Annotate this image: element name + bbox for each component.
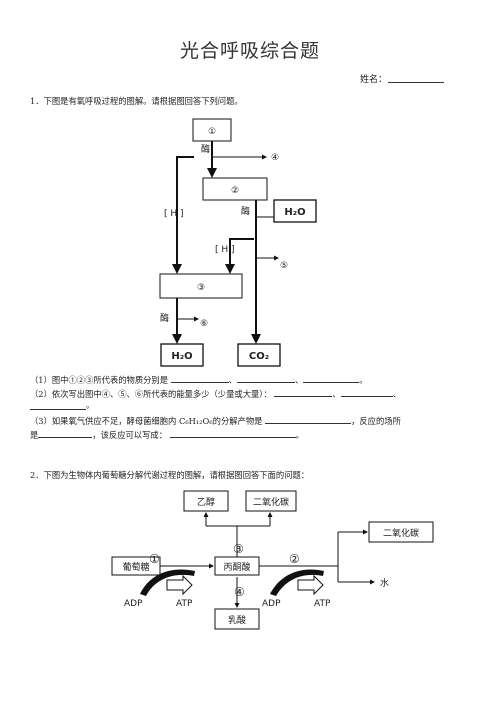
label-h2o-out: H₂O [171, 351, 192, 362]
label-enzyme-1: 酶 [201, 143, 210, 155]
label-co2-top: 二氧化碳 [253, 496, 289, 508]
page-title: 光合呼吸综合题 [179, 40, 320, 62]
label-hydrogen-2: [ H ] [215, 245, 235, 255]
answer-blank-1[interactable] [170, 373, 229, 383]
box-3 [159, 273, 243, 299]
label-out-5: ⑤ [280, 261, 288, 271]
label-co2-right: 二氧化碳 [383, 527, 419, 539]
label-h2o-in: H₂O [284, 207, 305, 218]
box-h2o-out [160, 343, 204, 367]
answer-blank-7[interactable] [265, 414, 352, 424]
box-ethanol [183, 490, 229, 512]
box-co2 [237, 343, 281, 367]
q1-sub3-line1: （3）如果氧气供应不足，酵母菌细胞内 C₆H₁₂O₆的分解产物是 ，反应的场所 [30, 414, 401, 426]
box-co2-top [245, 490, 297, 512]
label-out-6: ⑥ [200, 319, 208, 329]
glucose-metabolism-diagram: 乙醇 二氧化碳 葡萄糖 丙酮酸 二氧化碳 水 乳酸 ① ② ③ ④ ADP AT… [111, 490, 434, 630]
q1-prompt: 1．下图是有氧呼吸过程的图解。请根据图回答下列问题。 [30, 96, 243, 106]
label-out-4: ④ [271, 153, 279, 163]
q1-sub3-line2: 是，该反应可以写成： 。 [30, 428, 304, 440]
answer-blank-9[interactable] [169, 428, 296, 438]
label-step-2: ② [289, 552, 300, 566]
label-atp-2: ATP [314, 599, 331, 609]
answer-blank-8[interactable] [38, 428, 93, 438]
label-water: 水 [380, 577, 389, 589]
label-ethanol: 乙醇 [197, 496, 215, 508]
name-field[interactable] [388, 82, 444, 83]
answer-blank-2[interactable] [236, 373, 295, 383]
box-2 [202, 177, 268, 201]
q1-sub2-end: 。 [86, 400, 95, 410]
label-enzyme-2: 酶 [241, 205, 250, 217]
answer-blank-5[interactable] [340, 387, 393, 397]
label-pyruvate: 丙酮酸 [223, 562, 250, 573]
label-adp-2: ADP [262, 599, 281, 609]
label-step-4: ④ [234, 585, 245, 599]
box-h2o-in [273, 199, 317, 223]
answer-blank-3[interactable] [303, 373, 360, 383]
name-label: 姓名： [360, 75, 388, 85]
box-lactate [214, 608, 260, 630]
answer-blank-6[interactable] [30, 409, 86, 410]
box-co2-right [368, 521, 434, 543]
label-hydrogen-1: [ H ] [164, 209, 184, 219]
label-atp-1: ATP [176, 599, 193, 609]
aerobic-respiration-diagram: ① ② ③ 酶 酶 酶 [ H ] [ H ] ④ ⑤ ⑥ H₂O H₂O CO… [159, 118, 317, 367]
label-step-1: ① [149, 552, 160, 566]
label-box-1: ① [208, 127, 216, 137]
label-lactate: 乳酸 [228, 614, 246, 626]
q2-prompt: 2．下图为生物体内葡萄糖分解代谢过程的图解，请根据图回答下面的问题： [30, 470, 310, 480]
label-co2: CO₂ [249, 351, 269, 362]
q1-sub2: （2）依次写出图中④、⑤、⑥所代表的能量多少（少量或大量）： 、、 [30, 387, 402, 399]
label-box-2: ② [231, 186, 239, 196]
label-step-3: ③ [233, 542, 244, 556]
q1-sub1: （1）图中①②③所代表的物质分别是 、、。 [30, 373, 368, 385]
answer-blank-4[interactable] [274, 387, 333, 397]
label-adp-1: ADP [124, 599, 143, 609]
label-glucose: 葡萄糖 [122, 561, 149, 573]
label-enzyme-3: 酶 [160, 312, 169, 324]
label-box-3: ③ [197, 283, 205, 293]
